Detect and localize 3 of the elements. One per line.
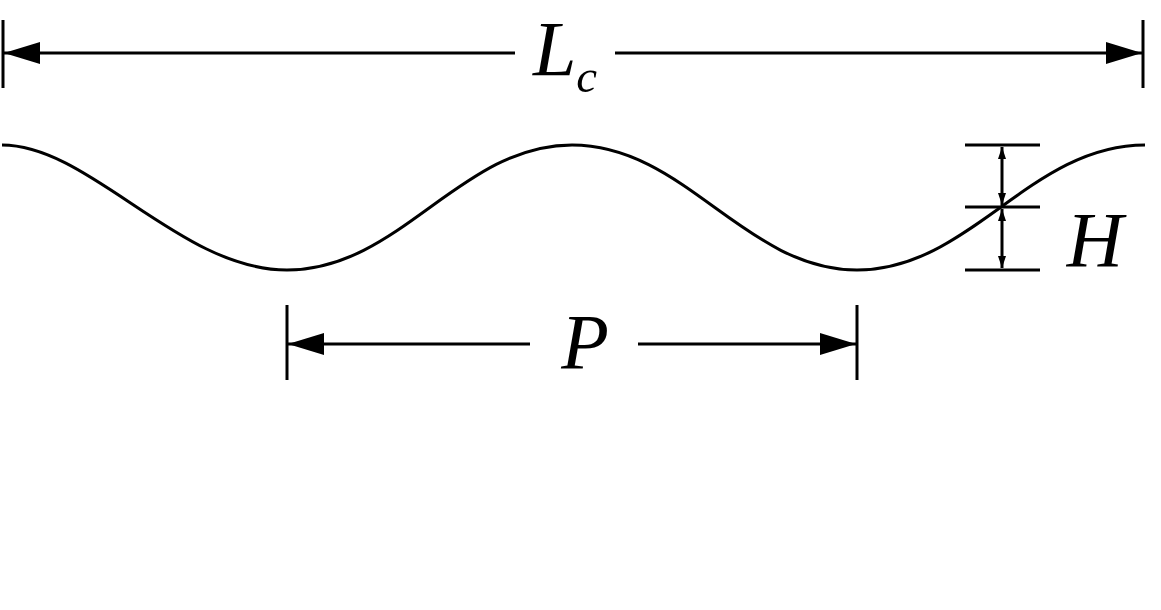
dimension-label: H <box>1062 201 1128 279</box>
dimension-label: P <box>560 303 610 381</box>
dimension-label: L$_{c}$ <box>531 10 599 100</box>
